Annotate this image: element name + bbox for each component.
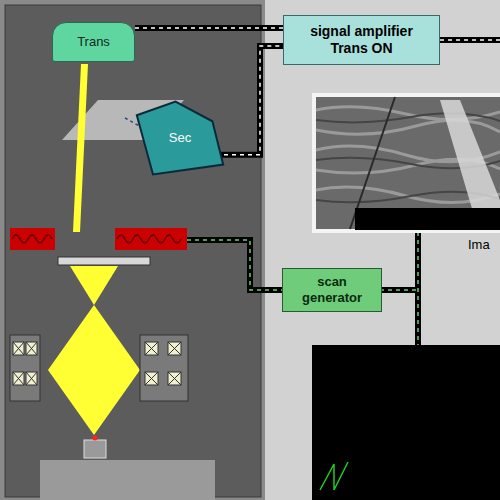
cable <box>187 40 500 345</box>
node-label: Trans ON <box>330 40 392 57</box>
detector-box: Trans <box>52 22 135 62</box>
signal-cable <box>216 46 283 155</box>
node-label: Trans <box>77 34 110 50</box>
generator-box: scan generator <box>282 268 382 312</box>
scan-coil <box>10 228 187 250</box>
image-display <box>312 93 500 233</box>
node-label: signal amplifier <box>310 23 413 40</box>
beam-crossover <box>48 305 140 435</box>
sawtooth-waveform <box>320 462 348 490</box>
signal-cable <box>135 28 283 29</box>
node-label: scan generator <box>287 274 377 305</box>
aperture-plate <box>58 257 150 265</box>
display-label: Ima <box>468 237 490 252</box>
column-frame <box>0 0 265 500</box>
amplifier-box: signal amplifierTrans ON <box>283 15 440 65</box>
transmitted-beam <box>73 64 88 232</box>
beam-cone <box>70 266 118 305</box>
condenser-lens <box>10 335 188 401</box>
detector-shape: Sec <box>135 100 225 176</box>
node-label: Sec <box>169 130 191 146</box>
vacuum-column <box>5 5 261 497</box>
gun-base <box>40 460 215 500</box>
crt-display <box>312 345 500 500</box>
electron-gun <box>84 440 106 458</box>
source-point <box>93 436 98 441</box>
